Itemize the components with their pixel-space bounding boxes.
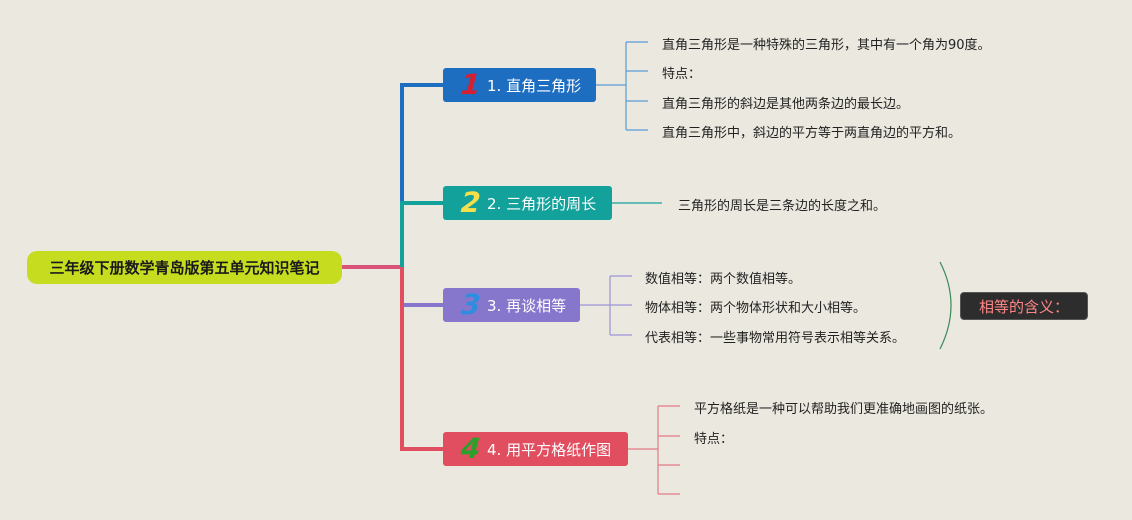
branch-label: 2. 三角形的周长: [487, 194, 597, 213]
branch-label: 3. 再谈相等: [487, 296, 567, 315]
leaf-topic[interactable]: 物体相等：两个物体形状和大小相等。: [645, 301, 867, 316]
number-1-icon: 1: [459, 68, 482, 101]
root-topic[interactable]: 三年级下册数学青岛版第五单元知识笔记: [27, 251, 342, 284]
branch-label: 4. 用平方格纸作图: [487, 440, 612, 459]
leaf-topic[interactable]: 平方格纸是一种可以帮助我们更准确地画图的纸张。: [694, 402, 994, 417]
summary-topic[interactable]: 相等的含义：: [960, 292, 1088, 320]
leaf-topic[interactable]: 代表相等：一些事物常用符号表示相等关系。: [645, 331, 906, 346]
leaf-topic[interactable]: 直角三角形的斜边是其他两条边的最长边。: [662, 97, 910, 112]
number-3-icon: 3: [459, 288, 482, 321]
leaf-topic[interactable]: 特点：: [694, 432, 734, 447]
branch-topic-2[interactable]: 2 2. 三角形的周长: [443, 186, 612, 220]
branch-topic-4[interactable]: 4 4. 用平方格纸作图: [443, 432, 628, 466]
branch-topic-3[interactable]: 3 3. 再谈相等: [443, 288, 580, 322]
branch-label: 1. 直角三角形: [487, 76, 582, 95]
leaf-topic[interactable]: 直角三角形中，斜边的平方等于两直角边的平方和。: [662, 126, 962, 141]
summary-label: 相等的含义：: [978, 297, 1069, 316]
branch-topic-1[interactable]: 1 1. 直角三角形: [443, 68, 596, 102]
leaf-topic[interactable]: 数值相等：两个数值相等。: [645, 272, 802, 287]
number-2-icon: 2: [459, 186, 482, 219]
number-4-icon: 4: [459, 432, 482, 465]
leaf-topic[interactable]: 特点：: [662, 67, 702, 82]
leaf-topic[interactable]: 三角形的周长是三条边的长度之和。: [678, 199, 887, 214]
root-topic-label: 三年级下册数学青岛版第五单元知识笔记: [49, 259, 320, 277]
leaf-topic[interactable]: 直角三角形是一种特殊的三角形，其中有一个角为90度。: [662, 38, 991, 53]
